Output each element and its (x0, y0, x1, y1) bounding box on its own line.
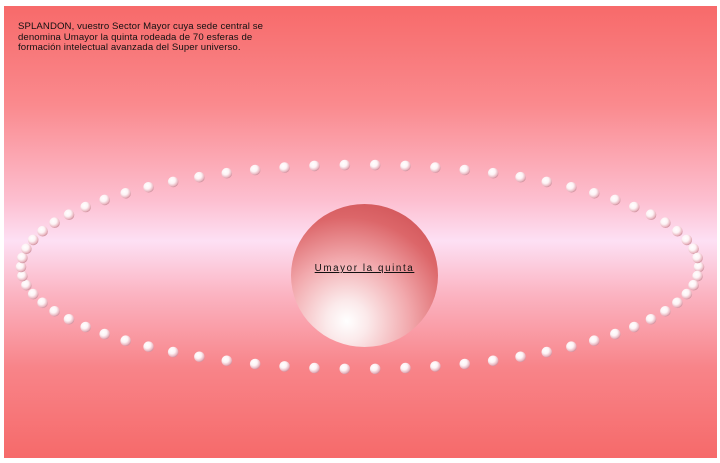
ring-sphere (309, 160, 320, 172)
ring-sphere (99, 328, 110, 340)
ring-sphere (660, 217, 671, 228)
ring-sphere (369, 159, 381, 171)
central-sphere: Umayor la quinta (291, 204, 438, 347)
ring-sphere (515, 351, 526, 363)
ring-sphere (221, 355, 233, 367)
caption-line: denomina Umayor la quinta rodeada de 70 … (18, 31, 253, 43)
ring-sphere (339, 159, 351, 171)
ring-sphere (27, 234, 39, 246)
ring-sphere (566, 182, 577, 193)
ring-sphere (589, 188, 600, 199)
ring-sphere (37, 297, 48, 309)
central-sphere-label: Umayor la quinta (314, 263, 415, 274)
ring-sphere (541, 346, 553, 358)
ring-sphere (21, 279, 32, 291)
ring-sphere (688, 243, 699, 255)
ring-sphere (49, 306, 60, 317)
ring-sphere (37, 225, 48, 237)
ring-sphere (430, 361, 441, 372)
ring-sphere (17, 270, 28, 282)
ring-sphere (143, 182, 154, 193)
ring-sphere (120, 188, 131, 199)
ring-sphere (692, 252, 703, 264)
ring-sphere (279, 361, 290, 372)
ring-sphere (249, 358, 261, 370)
ring-sphere (487, 167, 499, 179)
ring-sphere (120, 335, 131, 347)
ring-sphere (15, 261, 27, 273)
ring-sphere (143, 341, 154, 353)
ring-sphere (681, 288, 693, 300)
ring-sphere (610, 328, 621, 340)
ring-sphere (80, 201, 91, 213)
ring-sphere (459, 358, 471, 370)
ring-sphere (194, 351, 205, 363)
ring-sphere (541, 176, 553, 188)
ring-sphere (21, 243, 32, 255)
ring-sphere (645, 314, 657, 325)
ring-sphere (339, 363, 351, 375)
ring-sphere (629, 201, 640, 213)
ring-sphere (400, 160, 411, 172)
ring-sphere (17, 252, 28, 264)
ring-sphere (629, 321, 640, 333)
ring-sphere (688, 279, 699, 291)
ring-sphere (99, 194, 110, 206)
ring-sphere (249, 164, 261, 176)
caption-line: SPLANDON, vuestro Sector Mayor cuya sede… (18, 21, 264, 32)
ring-sphere (430, 162, 441, 173)
ring-sphere (194, 171, 205, 183)
ring-sphere (369, 363, 381, 375)
ring-sphere (167, 346, 179, 358)
diagram-canvas: SPLANDON, vuestro Sector Mayor cuya sede… (4, 6, 717, 458)
ring-sphere (566, 341, 577, 353)
ring-sphere (167, 176, 179, 188)
ring-sphere (309, 362, 320, 374)
ring-sphere (80, 321, 91, 333)
ring-sphere (459, 164, 471, 176)
ring-sphere (693, 261, 705, 273)
caption-text: SPLANDON, vuestro Sector Mayor cuya sede… (18, 21, 318, 54)
ring-sphere (63, 314, 75, 325)
ring-sphere (660, 306, 671, 317)
ring-sphere (610, 194, 621, 206)
ring-sphere (400, 362, 411, 374)
ring-sphere (515, 171, 526, 183)
ring-sphere (221, 167, 233, 179)
ring-sphere (681, 234, 693, 246)
ring-sphere (49, 217, 60, 228)
ring-sphere (279, 162, 290, 173)
ring-sphere (487, 355, 499, 367)
ring-sphere (672, 225, 683, 237)
caption-line: formación intelectual avanzada del Super… (18, 42, 241, 54)
ring-sphere (672, 297, 683, 309)
ring-sphere (692, 270, 703, 282)
sphere-ring (15, 159, 705, 375)
ring-sphere (63, 209, 75, 220)
ring-sphere (27, 288, 39, 300)
ring-sphere (589, 335, 600, 347)
ring-sphere (645, 209, 657, 220)
